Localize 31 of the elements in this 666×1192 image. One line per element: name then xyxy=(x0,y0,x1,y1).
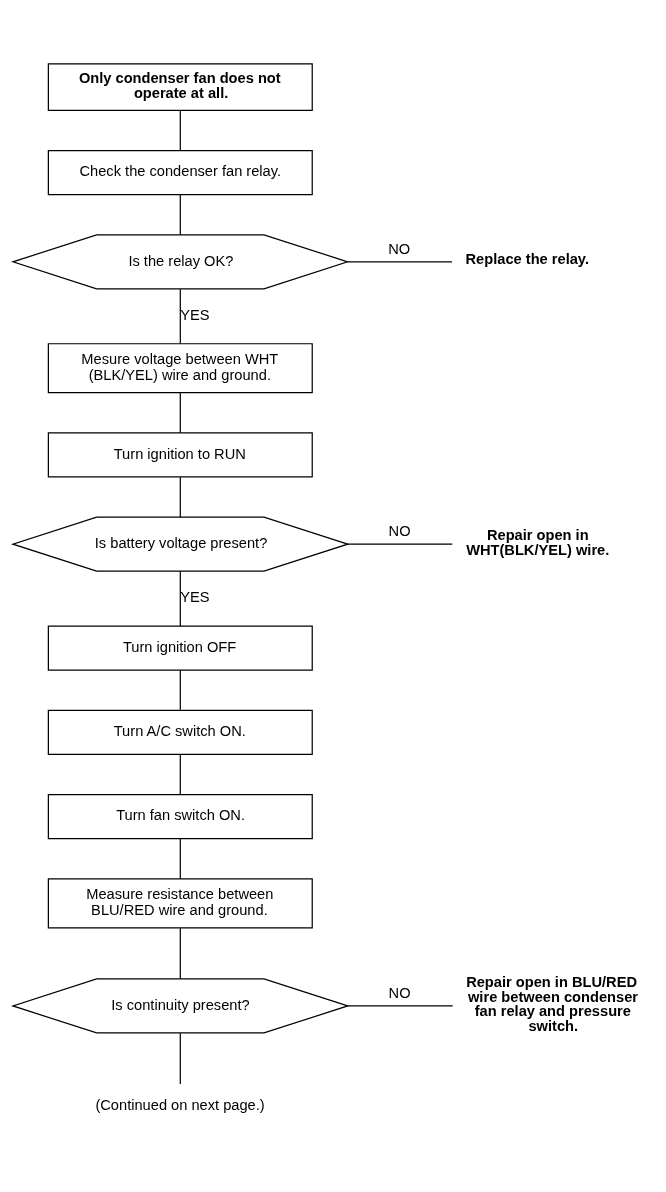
connector xyxy=(347,543,453,545)
node-text: Replace the relay. xyxy=(465,251,589,268)
node-text: Repair open in BLU/RED wire between condenser fan relay and pressure switch. xyxy=(466,974,639,1035)
connector xyxy=(179,476,181,518)
connector xyxy=(179,194,181,236)
connector xyxy=(179,570,181,627)
connector xyxy=(179,838,181,880)
node-box: Turn A/C switch ON. xyxy=(47,709,313,755)
node-box: Turn ignition to RUN xyxy=(47,432,313,478)
connector xyxy=(179,109,181,151)
edge-label: NO xyxy=(388,523,411,540)
connector xyxy=(179,927,181,980)
connector xyxy=(179,1032,181,1085)
edge-label: NO xyxy=(388,985,411,1002)
node-box: Turn fan switch ON. xyxy=(47,794,313,840)
connector xyxy=(179,288,181,345)
edge-label: YES xyxy=(180,307,210,324)
node-box: Measure resistance between BLU/RED wire and ground. xyxy=(47,878,313,929)
edge-label: YES xyxy=(180,589,210,606)
connector xyxy=(347,1005,454,1007)
connector xyxy=(347,261,453,263)
node-text: Repair open in WHT(BLK/YEL) wire. xyxy=(466,526,610,558)
node-box: Check the condenser fan relay. xyxy=(47,150,313,196)
edge-label: NO xyxy=(388,241,411,258)
node-text: (Continued on next page.) xyxy=(95,1096,265,1113)
connector xyxy=(179,669,181,711)
node-box: Mesure voltage between WHT (BLK/YEL) wire and ground. xyxy=(47,343,313,394)
connector xyxy=(179,754,181,795)
node-box: Turn ignition OFF xyxy=(47,625,313,671)
connector xyxy=(179,392,181,434)
node-box: Only condenser fan does not operate at all. xyxy=(47,63,313,111)
